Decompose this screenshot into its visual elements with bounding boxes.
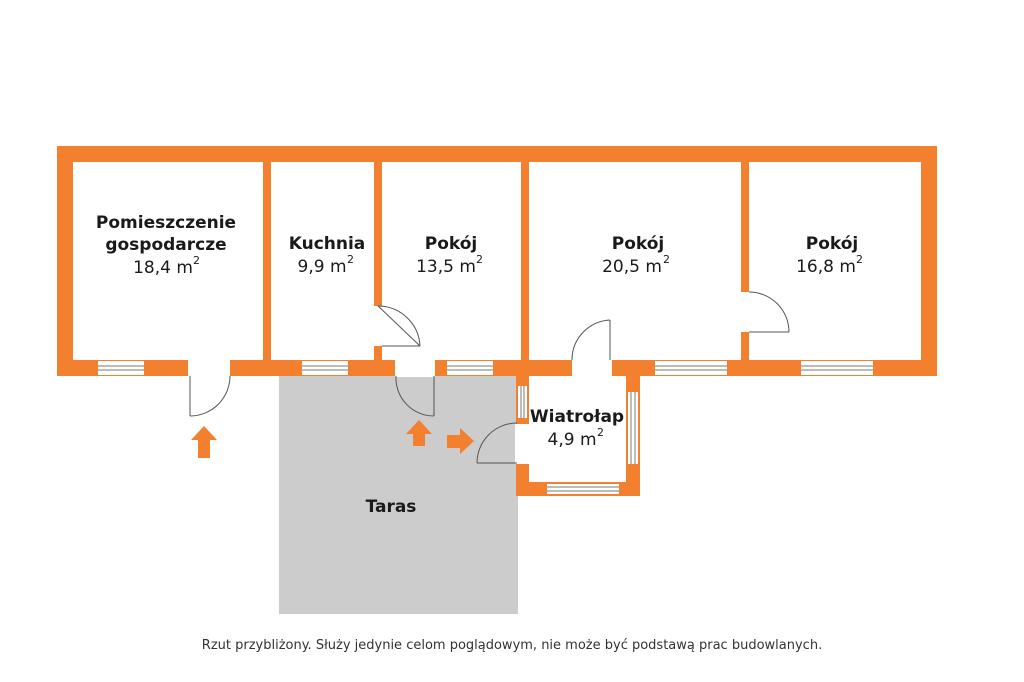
door-swing-room3-outer — [395, 375, 435, 417]
door-opening-room1 — [188, 359, 230, 377]
window-room5 — [801, 361, 873, 375]
window-vestibule-right — [628, 392, 638, 464]
disclaimer-text: Rzut przybliżony. Służy jedynie celom po… — [201, 638, 823, 653]
window-room4 — [655, 361, 727, 375]
room5-area: 16,8 m — [796, 257, 856, 277]
door-swing-room1 — [189, 375, 231, 417]
terrace-name: Taras — [366, 497, 417, 517]
room2-area: 9,9 m — [298, 257, 347, 277]
room1-name-line1: Pomieszczenie — [96, 213, 236, 233]
partition-3 — [521, 146, 529, 376]
vestibule-area-sup: 2 — [597, 426, 604, 439]
room3-name: Pokój — [425, 234, 478, 254]
partition-4 — [741, 146, 749, 376]
room1-area-sup: 2 — [193, 254, 200, 267]
room1-area: 18,4 m — [133, 258, 193, 278]
door-opening-partition-2 — [373, 306, 383, 346]
arrow-up-icon — [191, 426, 217, 458]
window-room2 — [302, 361, 348, 375]
arrow-right-icon — [447, 428, 474, 454]
terrace-area — [279, 376, 518, 614]
arrow-up-icon — [406, 420, 432, 446]
room3-area: 13,5 m — [416, 257, 476, 277]
door-opening-vestibule — [515, 424, 530, 464]
room1-name-line2: gospodarcze — [105, 235, 226, 255]
room5-area-sup: 2 — [856, 253, 863, 266]
window-room3 — [447, 361, 493, 375]
door-swing-room4 — [571, 319, 611, 361]
vestibule-area: 4,9 m — [548, 430, 597, 450]
room2-name: Kuchnia — [289, 234, 366, 254]
door-opening-room3 — [395, 359, 435, 377]
partition-1 — [263, 146, 271, 376]
door-swing-room5 — [748, 291, 790, 333]
room4-area: 20,5 m — [602, 257, 662, 277]
room4-area-sup: 2 — [663, 253, 670, 266]
wall-left — [57, 146, 73, 376]
door-swing-vestibule — [476, 422, 518, 464]
partition-2 — [374, 146, 382, 376]
wall-right — [921, 146, 937, 376]
door-opening-partition-4 — [740, 292, 750, 332]
door-swing-kitchen — [377, 305, 421, 347]
room4-name: Pokój — [612, 234, 665, 254]
door-opening-room4 — [572, 359, 612, 377]
wall-top — [57, 146, 937, 162]
window-vestibule-left — [518, 386, 527, 418]
window-room1 — [98, 361, 144, 375]
window-vestibule-bottom — [547, 484, 619, 494]
room5-name: Pokój — [806, 234, 859, 254]
room2-area-sup: 2 — [347, 253, 354, 266]
vestibule-name: Wiatrołap — [530, 407, 624, 427]
room3-area-sup: 2 — [476, 253, 483, 266]
